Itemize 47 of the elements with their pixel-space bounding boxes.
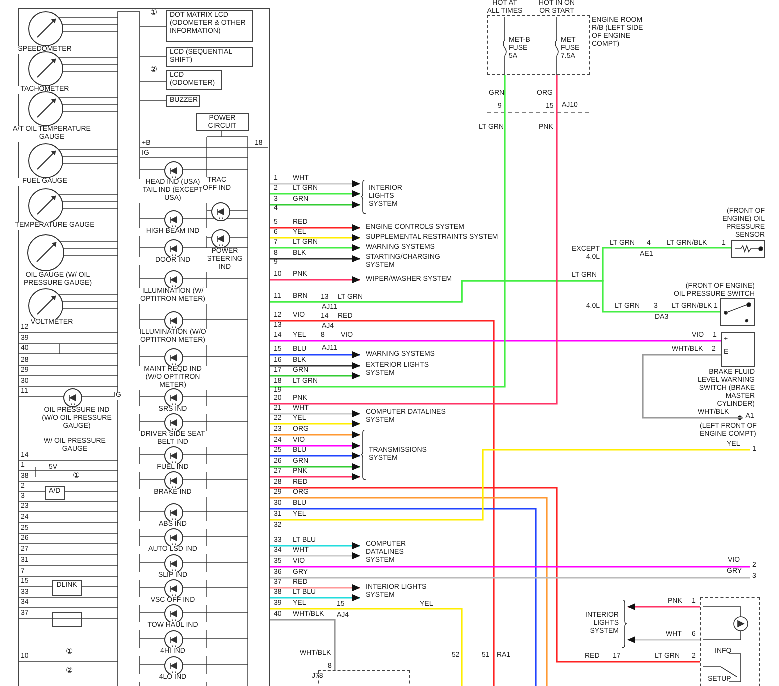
wire xyxy=(270,432,360,438)
callout-number: ② xyxy=(149,66,159,74)
wire xyxy=(270,234,360,242)
circled-number: ① xyxy=(73,472,80,480)
wire xyxy=(270,577,750,579)
circled-number: ② xyxy=(66,667,74,675)
circled-number: ① xyxy=(66,648,74,656)
wire xyxy=(270,362,360,370)
wire xyxy=(270,280,720,313)
wire xyxy=(270,320,495,686)
wire xyxy=(270,256,360,262)
wire xyxy=(270,487,700,663)
wire xyxy=(270,352,360,358)
wire xyxy=(270,372,360,380)
wire xyxy=(270,452,360,460)
wire xyxy=(270,75,506,388)
wire xyxy=(270,442,360,450)
wire xyxy=(628,636,700,644)
wire xyxy=(270,180,360,188)
wire xyxy=(270,552,360,560)
callout-number: ① xyxy=(149,9,159,17)
indicator-unit-outline xyxy=(700,597,760,686)
wire xyxy=(270,224,360,232)
wire xyxy=(270,410,360,418)
wire xyxy=(270,594,360,602)
wire xyxy=(270,566,750,568)
component-box xyxy=(52,612,82,627)
wire xyxy=(270,244,360,252)
wire xyxy=(270,584,360,592)
wire xyxy=(270,276,360,284)
relay-block-outline xyxy=(487,15,590,75)
wire xyxy=(270,190,360,198)
switch-box xyxy=(721,332,755,367)
switch-box xyxy=(720,298,755,326)
wire xyxy=(270,202,360,208)
wire xyxy=(270,75,558,405)
wire xyxy=(270,340,721,342)
wire xyxy=(270,420,360,428)
wire xyxy=(270,542,360,550)
sensor-box xyxy=(731,240,765,258)
wire xyxy=(270,608,463,686)
wire xyxy=(270,474,360,480)
wire xyxy=(642,354,743,419)
wire xyxy=(270,619,336,670)
wire xyxy=(270,464,360,470)
wire xyxy=(270,449,750,521)
wire xyxy=(628,604,700,610)
